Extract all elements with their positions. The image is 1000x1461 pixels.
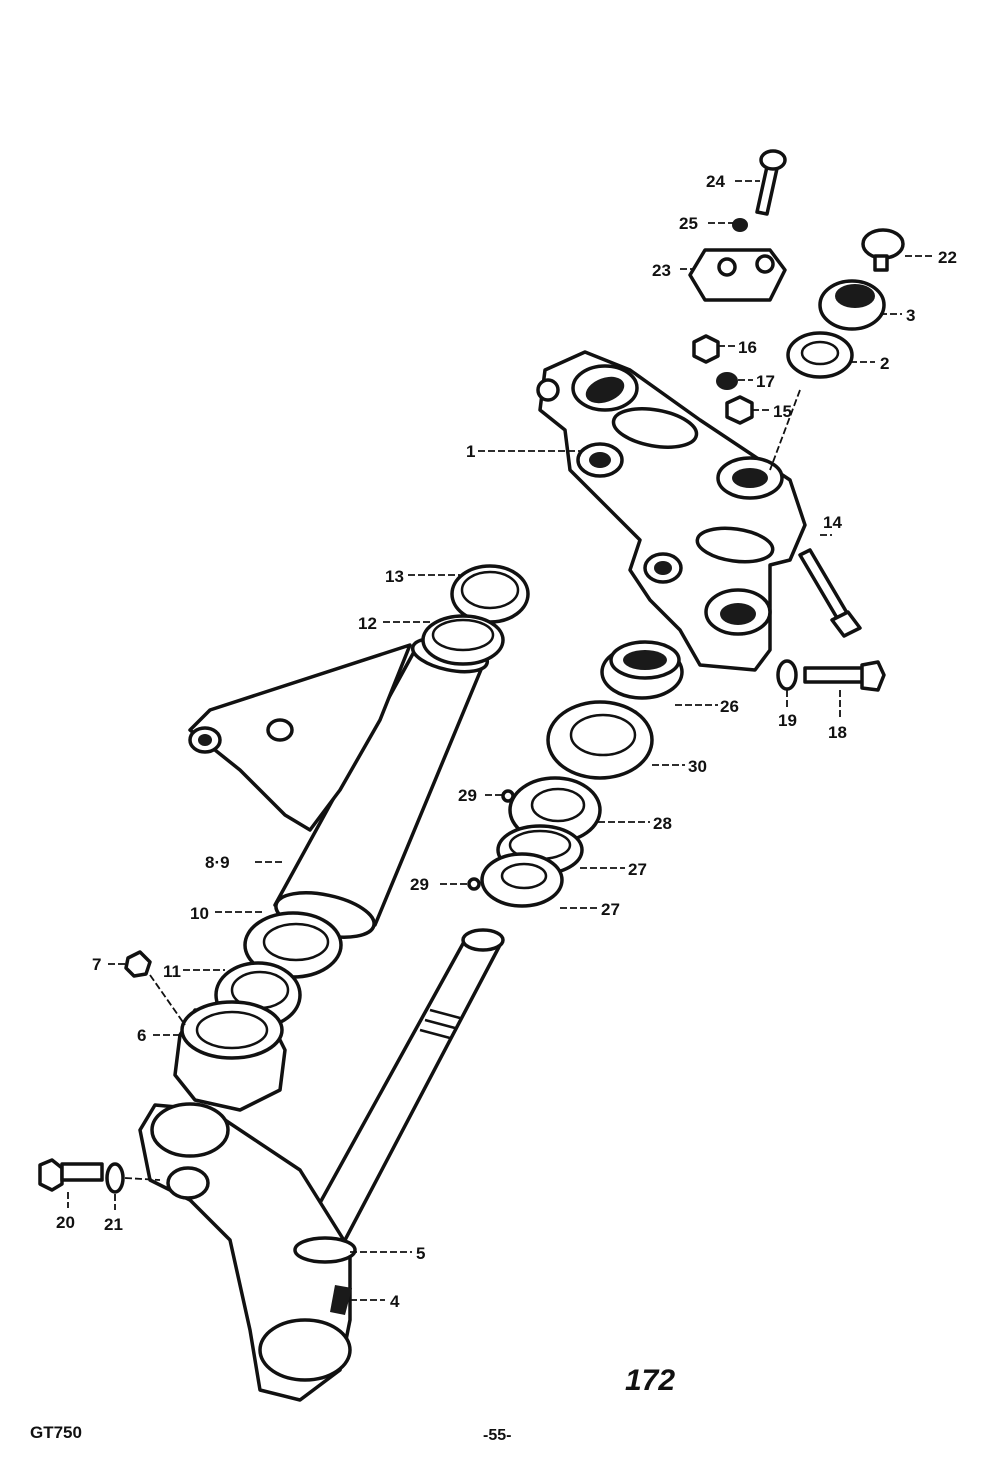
page-number: -55- — [483, 1427, 511, 1444]
label-part-27-upper: 27 — [628, 860, 647, 879]
label-part-4: 4 — [390, 1292, 400, 1311]
label-part-30: 30 — [688, 757, 707, 776]
bolt-24 — [755, 149, 787, 216]
label-part-29-upper: 29 — [458, 786, 477, 805]
nut-26 — [600, 640, 684, 700]
label-part-2: 2 — [880, 354, 889, 373]
ball-29-lower — [467, 877, 481, 891]
label-part-28: 28 — [653, 814, 672, 833]
washer-2 — [786, 331, 854, 379]
seal-30 — [546, 700, 654, 780]
bolt-20 — [38, 1158, 104, 1192]
washer-17 — [716, 372, 738, 390]
label-part-18: 18 — [828, 723, 847, 742]
lower-bracket — [138, 1102, 357, 1402]
label-part-16: 16 — [738, 338, 757, 357]
washer-25 — [732, 218, 748, 232]
label-part-10: 10 — [190, 904, 209, 923]
label-part-22: 22 — [938, 248, 957, 267]
label-part-5: 5 — [416, 1244, 425, 1263]
label-part-24: 24 — [706, 172, 725, 191]
label-part-20: 20 — [56, 1213, 75, 1232]
headlight-bracket — [188, 643, 412, 832]
label-part-13: 13 — [385, 567, 404, 586]
label-part-23: 23 — [652, 261, 671, 280]
nut-16 — [692, 334, 720, 364]
washer-21 — [105, 1162, 125, 1194]
cap-22 — [861, 228, 905, 272]
model-code: GT750 — [30, 1423, 82, 1442]
label-part-11: 11 — [163, 962, 181, 981]
steering-stem — [303, 928, 505, 1242]
nut-3 — [818, 279, 886, 331]
label-part-19: 19 — [778, 711, 797, 730]
label-part-6: 6 — [137, 1026, 146, 1045]
race-27-lower — [480, 852, 564, 908]
housing-6 — [173, 1000, 287, 1112]
label-part-27-lower: 27 — [601, 900, 620, 919]
bolt-7 — [124, 950, 152, 978]
label-part-14: 14 — [823, 513, 842, 532]
label-part-3: 3 — [906, 306, 915, 325]
leader-lines — [67, 180, 935, 1301]
upper-bracket — [536, 350, 807, 672]
label-part-26: 26 — [720, 697, 739, 716]
label-part-1: 1 — [466, 442, 475, 461]
label-part-29-lower: 29 — [410, 875, 429, 894]
label-part-8-9: 8·9 — [205, 853, 230, 872]
figure-number: 172 — [625, 1364, 675, 1397]
label-part-7: 7 — [92, 955, 101, 974]
ball-29-upper — [501, 789, 515, 803]
ring-12 — [421, 614, 505, 666]
cap-23 — [688, 248, 787, 302]
washer-19 — [776, 659, 798, 691]
nut-15 — [725, 395, 754, 425]
label-part-17: 17 — [756, 372, 775, 391]
bolt-14 — [798, 548, 862, 638]
label-part-21: 21 — [104, 1215, 123, 1234]
label-part-15: 15 — [773, 402, 792, 421]
label-part-25: 25 — [679, 214, 698, 233]
label-part-12: 12 — [358, 614, 377, 633]
ring-13 — [450, 564, 530, 624]
bolt-18 — [803, 660, 886, 692]
